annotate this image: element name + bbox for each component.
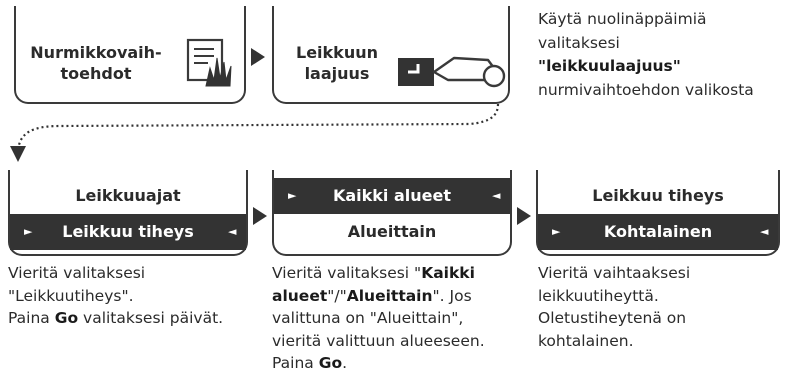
dotted-connector-arrow	[10, 103, 500, 162]
lawn-options-panel: Nurmikkovaih- toehdot	[14, 6, 246, 104]
cutting-area-label: Leikkuun laajuus	[296, 43, 378, 83]
caption-step-2: Vieritä valitaksesi "Kaikki alueet"/"Alu…	[272, 264, 485, 372]
cutting-area-icon	[398, 56, 506, 88]
cutting-area-panel: Leikkuun laajuus	[272, 6, 510, 104]
menu-item-leikkuuajat: Leikkuuajat	[75, 186, 181, 205]
mowing-menu-panel: Leikkuuajat Leikkuu tiheys ► ◄	[8, 170, 248, 256]
arrow-right-icon: ►	[288, 189, 297, 202]
area-selection-panel: Kaikki alueet ► ◄ Alueittain	[272, 170, 512, 256]
arrow-left-icon: ◄	[228, 225, 237, 238]
menu-item-selected-kaikki-alueet: Kaikki alueet	[274, 178, 510, 214]
arrow-right-icon: ►	[24, 225, 33, 238]
arrow-left-icon: ◄	[760, 225, 769, 238]
arrow-right-icon: ►	[552, 225, 561, 238]
arrow-right-icon	[517, 207, 531, 225]
menu-item-selected-kohtalainen: Kohtalainen	[538, 214, 778, 250]
grass-options-icon	[186, 38, 232, 87]
menu-item-selected-leikkuu-tiheys: Leikkuu tiheys	[10, 214, 246, 250]
caption-step-3: Vieritä vaihtaaksesi leikkuutiheyttä. Ol…	[538, 264, 691, 350]
caption-step-1: Vieritä valitaksesi "Leikkuutiheys". Pai…	[8, 264, 224, 327]
menu-item-leikkuu-tiheys: Leikkuu tiheys	[592, 186, 724, 205]
cutting-density-panel: Leikkuu tiheys Kohtalainen ► ◄	[536, 170, 780, 256]
menu-item-alueittain: Alueittain	[347, 222, 437, 241]
top-instruction-text: Käytä nuolinäppäimiä valitaksesi "leikku…	[538, 10, 754, 99]
arrow-left-icon: ◄	[492, 189, 501, 202]
arrow-right-icon	[253, 207, 267, 225]
arrow-right-icon	[251, 48, 265, 66]
lawn-options-label: Nurmikkovaih- toehdot	[30, 43, 162, 83]
